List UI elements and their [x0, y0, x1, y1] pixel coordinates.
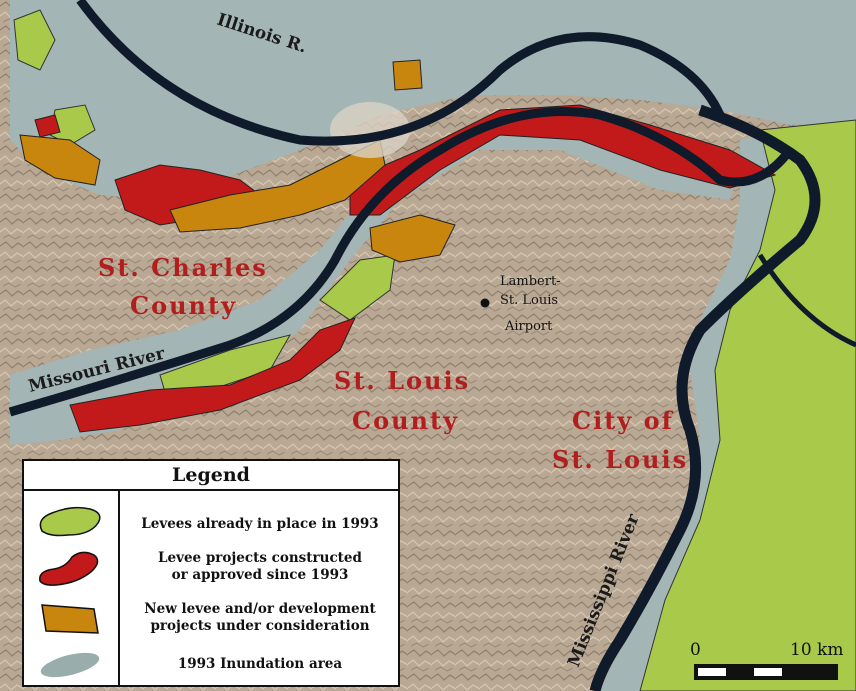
airport-label-line2: St. Louis — [500, 293, 558, 308]
airport-label-line3: Airport — [504, 319, 553, 334]
mississippi-side-channel — [757, 253, 856, 348]
new-levee-north — [349, 104, 777, 216]
legend-item-proposed-line2: projects under consideration — [150, 618, 370, 634]
airport-label-line1: Lambert- — [500, 274, 561, 289]
legend-divider — [118, 491, 120, 685]
st-charles-label-line2: County — [130, 291, 237, 320]
scale-start-label: 0 — [690, 640, 701, 660]
proposed-airport-area — [369, 214, 456, 263]
legend-item-existing: Levees already in place in 1993 — [141, 516, 379, 532]
proposed-north — [392, 59, 423, 91]
scale-bar-segment-3 — [810, 668, 834, 676]
red-levee-swatch-icon — [39, 551, 99, 586]
mississippi-river — [589, 104, 821, 691]
scale-end-label: 10 km — [790, 640, 843, 660]
existing-levee-east — [639, 119, 856, 691]
proposed-central — [169, 139, 386, 233]
new-levee-southwest — [69, 317, 356, 433]
existing-levee-central — [319, 254, 396, 321]
legend-item-proposed-line1: New levee and/or development — [144, 601, 376, 617]
st-charles-label-line1: St. Charles — [98, 253, 268, 282]
st-louis-county-label-line2: County — [352, 406, 459, 435]
legend-item-inundation: 1993 Inundation area — [177, 656, 343, 672]
illinois-river — [76, 0, 725, 146]
scale-bar: 0 10 km — [690, 640, 843, 680]
city-label-line2: St. Louis — [552, 445, 688, 474]
proposed-west — [19, 134, 101, 186]
airport-marker-icon — [480, 298, 490, 308]
scale-bar-segment-1 — [698, 668, 726, 676]
new-levee-west-small — [34, 114, 61, 138]
orange-levee-swatch-icon — [41, 604, 99, 634]
scale-bar-segment-2 — [754, 668, 782, 676]
legend: Legend Levees already in place in 1993 L… — [22, 459, 400, 687]
gray-inundation-swatch-icon — [40, 652, 100, 678]
st-louis-county-label-line1: St. Louis — [334, 366, 470, 395]
legend-title: Legend — [24, 461, 398, 491]
city-label-line1: City of — [572, 406, 674, 435]
missouri-river — [8, 107, 794, 417]
existing-levee-northwest — [13, 9, 56, 71]
legend-item-new-line2: or approved since 1993 — [171, 567, 349, 583]
green-levee-swatch-icon — [39, 506, 101, 537]
legend-item-new-line1: Levee projects constructed — [158, 550, 362, 566]
